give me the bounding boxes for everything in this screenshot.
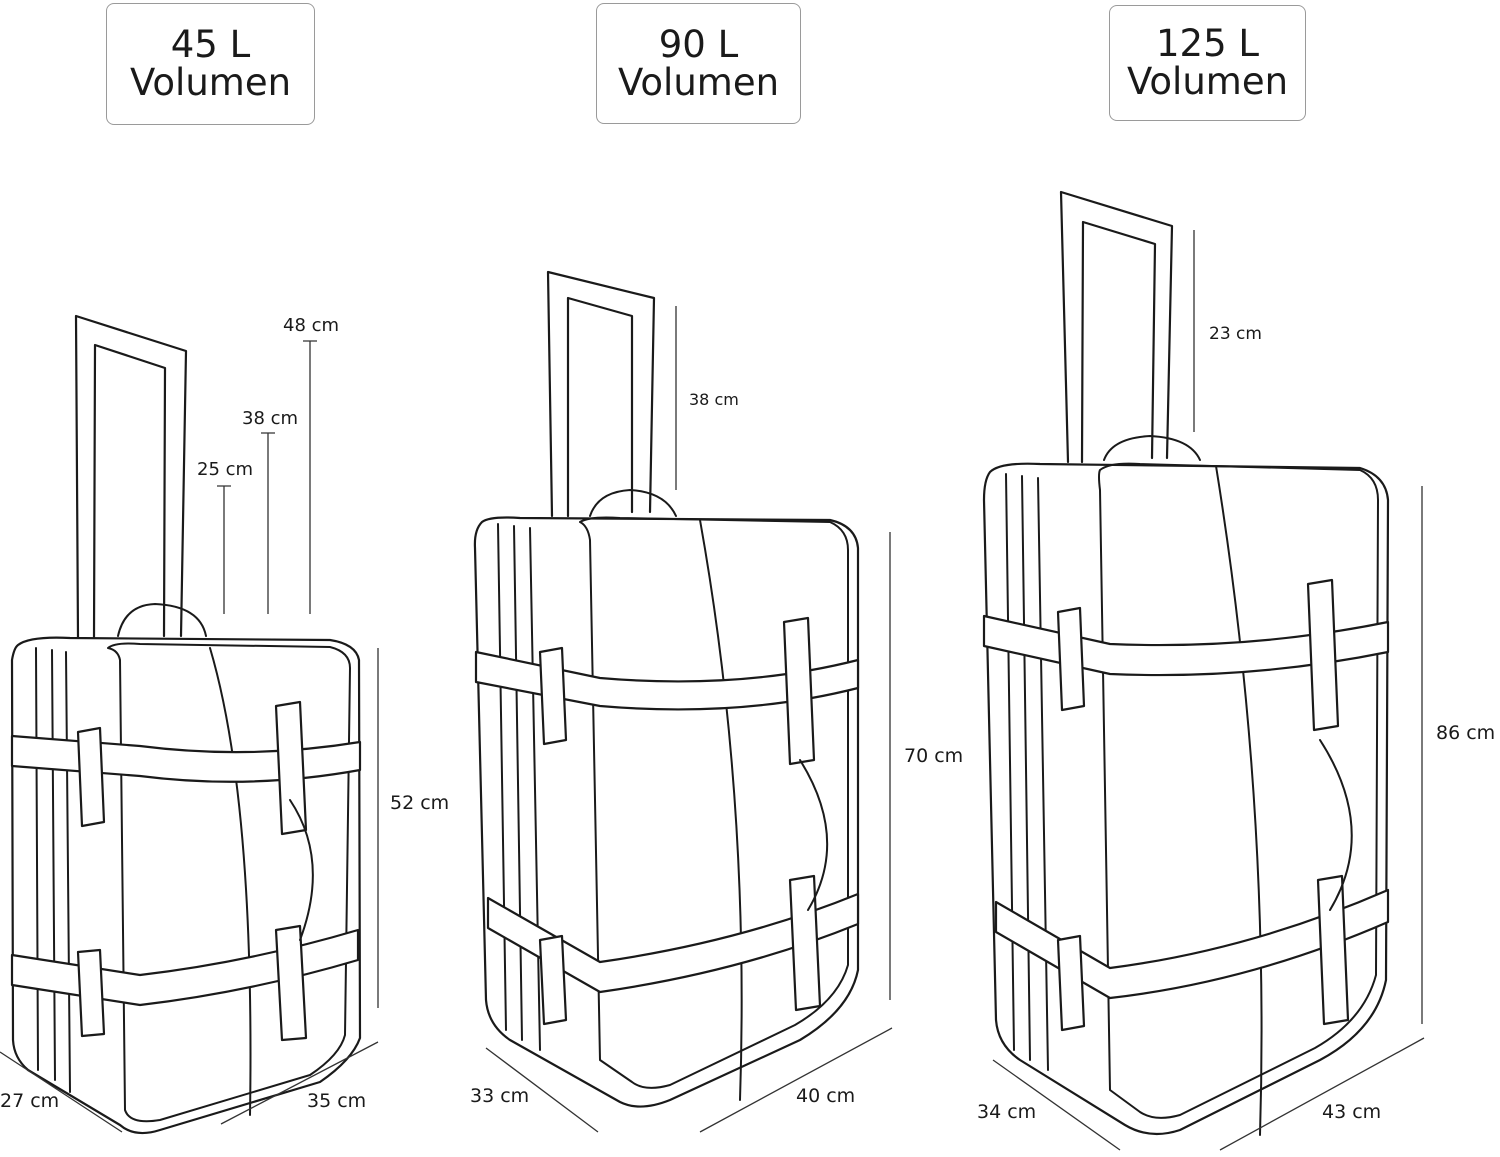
volume-number: 125 L (1156, 22, 1259, 65)
handle-label-125: 23 cm (1209, 324, 1262, 344)
volume-box-125: 125 L Volumen (1109, 5, 1306, 121)
volume-number: 90 L (658, 22, 739, 66)
height-label-125: 86 cm (1436, 722, 1496, 744)
suitcase-125-strap-top (982, 614, 1390, 677)
depth-label-45: 27 cm (0, 1090, 60, 1112)
volume-box-45: 45 L Volumen (106, 3, 315, 125)
height-label-90: 70 cm (904, 745, 964, 767)
depth-label-125: 34 cm (977, 1101, 1037, 1123)
width-label-90: 40 cm (796, 1085, 856, 1107)
suitcase-90-strap-bottom (486, 892, 860, 994)
suitcase-125-drawing (982, 190, 1425, 1151)
volume-box-90: 90 L Volumen (596, 3, 801, 124)
suitcase-45-body (10, 636, 362, 1135)
handle-label-45-high: 48 cm (283, 315, 340, 336)
suitcase-45-drawing (0, 314, 379, 1135)
volume-number: 45 L (170, 23, 251, 66)
suitcase-125-body (982, 462, 1390, 1136)
suitcase-125-strap-bottom (994, 888, 1390, 1000)
height-label-45: 52 cm (390, 792, 450, 814)
width-label-45: 35 cm (307, 1090, 367, 1112)
suitcase-90-drawing (473, 270, 893, 1133)
depth-label-90: 33 cm (470, 1085, 530, 1107)
handle-label-45-low: 25 cm (197, 459, 254, 480)
volume-word: Volumen (617, 60, 780, 104)
width-label-125: 43 cm (1322, 1101, 1382, 1123)
handle-label-90: 38 cm (689, 390, 739, 409)
volume-word: Volumen (129, 61, 292, 104)
suitcase-90-strap-top (474, 650, 860, 711)
handle-label-45-mid: 38 cm (242, 408, 299, 429)
volume-word: Volumen (1126, 60, 1289, 103)
